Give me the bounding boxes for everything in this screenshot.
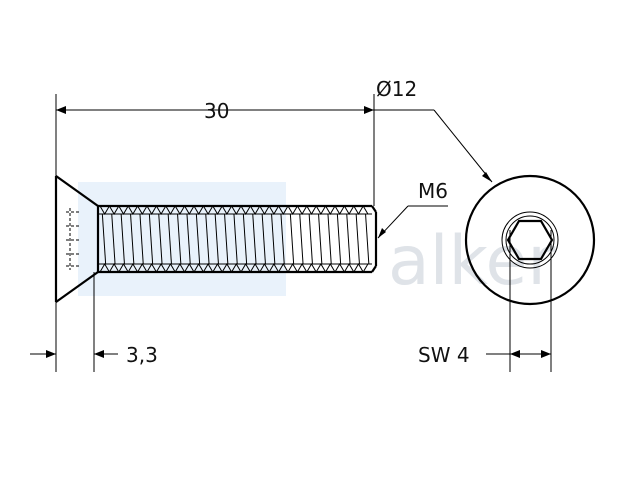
thread-line [261,213,266,265]
screw-head-front [464,174,596,306]
thread-line [318,213,323,265]
thread-line [214,213,219,265]
thread-label: M6 [418,179,448,203]
thread-line [101,213,107,265]
head-diameter-dimension: Ø12 [374,77,493,183]
thread-line [252,213,257,265]
thread-line [130,213,135,265]
thread-line [158,213,163,265]
thread-line [346,213,351,265]
screw-head-side [54,175,99,303]
thread-line [365,213,370,265]
thread-line [233,213,238,265]
length-dimension: 30 [55,94,375,206]
head-height-label: 3,3 [126,343,158,367]
thread-line [186,213,191,265]
length-label: 30 [204,99,229,123]
thread-line [327,213,332,265]
thread-line [289,213,295,265]
key-size-label: SW 4 [418,343,470,367]
thread-line [111,213,116,265]
thread-line [280,213,285,265]
watermark-box [78,182,286,296]
thread-pattern [99,205,370,273]
thread-line [336,213,342,265]
screw-shank [96,204,378,274]
thread-line [177,213,182,265]
thread-line [195,213,201,265]
thread-line [167,213,172,265]
thread-line [205,213,210,265]
thread-line [308,213,313,265]
thread-line [120,213,125,265]
watermark-text: alker [388,222,555,301]
thread-line [148,213,154,265]
thread-line [139,213,144,265]
thread-dimension: M6 [377,179,448,239]
thread-line [271,213,276,265]
head-height-dimension: 3,3 [30,272,158,372]
head-diameter-label: Ø12 [376,77,417,101]
thread-line [299,213,304,265]
key-size-dimension: SW 4 [418,230,552,372]
thread-line [355,213,360,265]
thread-line [242,213,248,265]
thread-line [224,213,229,265]
